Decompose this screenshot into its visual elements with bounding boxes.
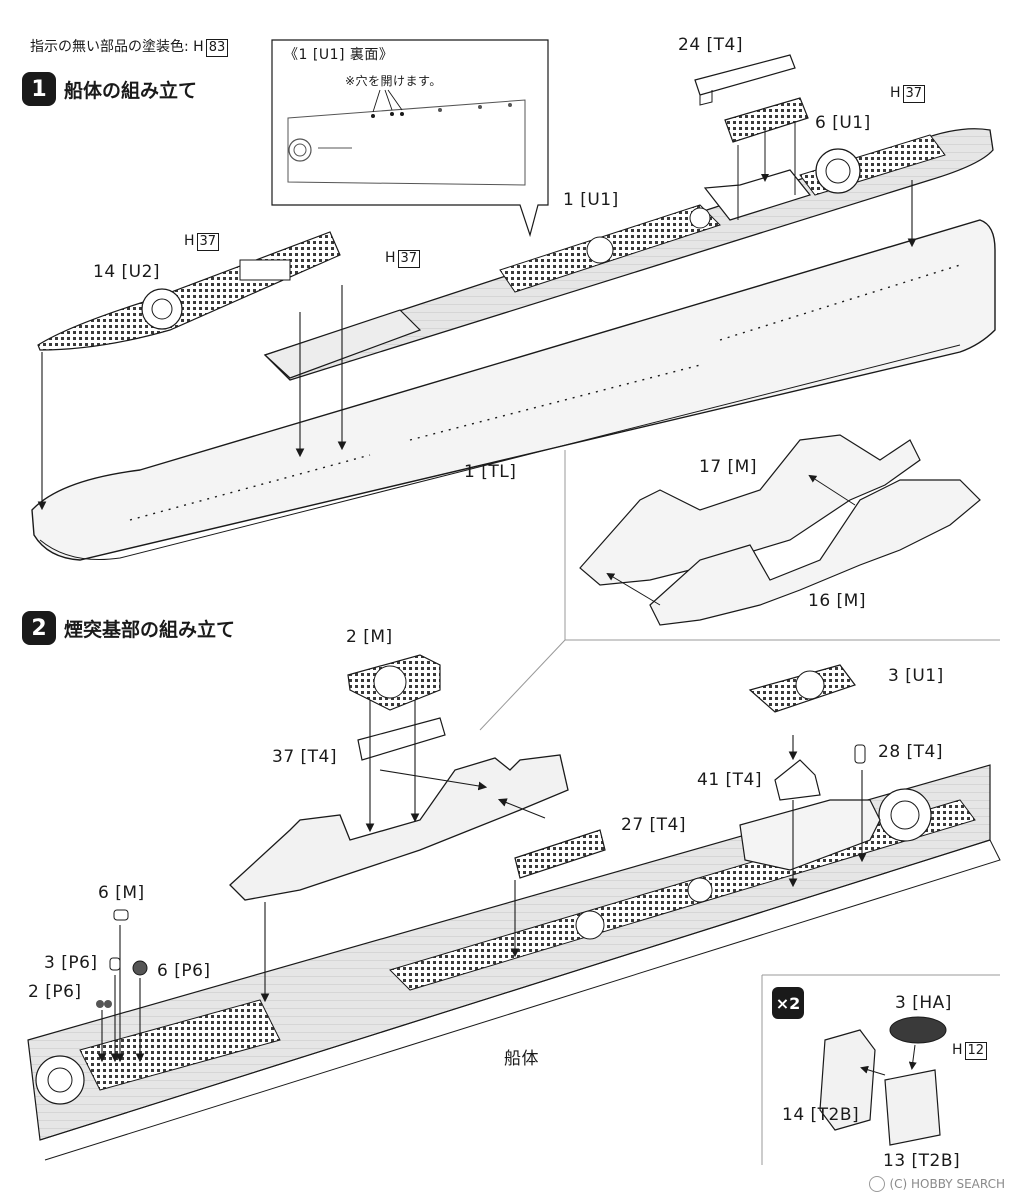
step-1: 1 船体の組み立て — [22, 72, 197, 106]
part-label: 41 [T4] — [697, 770, 763, 790]
part-label: 2 [M] — [346, 627, 393, 647]
part-label: 27 [T4] — [621, 815, 687, 835]
part-label: 13 [T2B] — [883, 1151, 961, 1171]
funnel-base — [229, 654, 606, 901]
hull-label: 船体 — [504, 1049, 539, 1069]
part-label: 6 [P6] — [157, 961, 211, 981]
part-label: 2 [P6] — [28, 982, 82, 1002]
part-label: 3 [HA] — [895, 993, 952, 1013]
part-label: 14 [T2B] — [782, 1105, 860, 1125]
funnel-cap-inset — [761, 974, 1000, 1165]
step-2: 2 煙突基部の組み立て — [22, 611, 235, 645]
small-parts — [96, 909, 148, 1008]
rear-parts — [739, 664, 881, 871]
part-label: 37 [T4] — [272, 747, 338, 767]
hull-part-1-tl — [31, 219, 996, 561]
part-label: 6 [U1] — [815, 113, 871, 133]
part-label: 16 [M] — [808, 591, 866, 611]
frame-inset — [479, 434, 1000, 731]
part-label: 28 [T4] — [878, 742, 944, 762]
watermark-text: (C) HOBBY SEARCH — [889, 1177, 1005, 1191]
underside-inset — [271, 39, 549, 238]
part-label: 6 [M] — [98, 883, 145, 903]
step-2-badge: 2 — [22, 611, 56, 645]
bridge-parts — [694, 54, 812, 221]
part-label: 17 [M] — [699, 457, 757, 477]
inset-title: 《1 [U1] 裏面》 — [284, 47, 394, 63]
step-1-title: 船体の組み立て — [64, 79, 198, 102]
multiplier-badge: ×2 — [772, 987, 804, 1019]
part-label: 3 [P6] — [44, 953, 98, 973]
part-label: 1 [U1] — [563, 190, 619, 210]
deck-part-14-u2 — [37, 231, 341, 351]
step-1-badge: 1 — [22, 72, 56, 106]
deck-part-1-u1 — [263, 128, 994, 381]
part-label: 24 [T4] — [678, 35, 744, 55]
part-label: 14 [U2] — [93, 262, 161, 282]
step-2-title: 煙突基部の組み立て — [64, 618, 236, 641]
part-label: 3 [U1] — [888, 666, 944, 686]
watermark: (C) HOBBY SEARCH — [869, 1176, 1005, 1192]
inset-note: ※穴を開けます。 — [345, 74, 442, 88]
part-label: 1 [TL] — [464, 462, 517, 482]
watermark-logo-icon — [869, 1176, 886, 1192]
